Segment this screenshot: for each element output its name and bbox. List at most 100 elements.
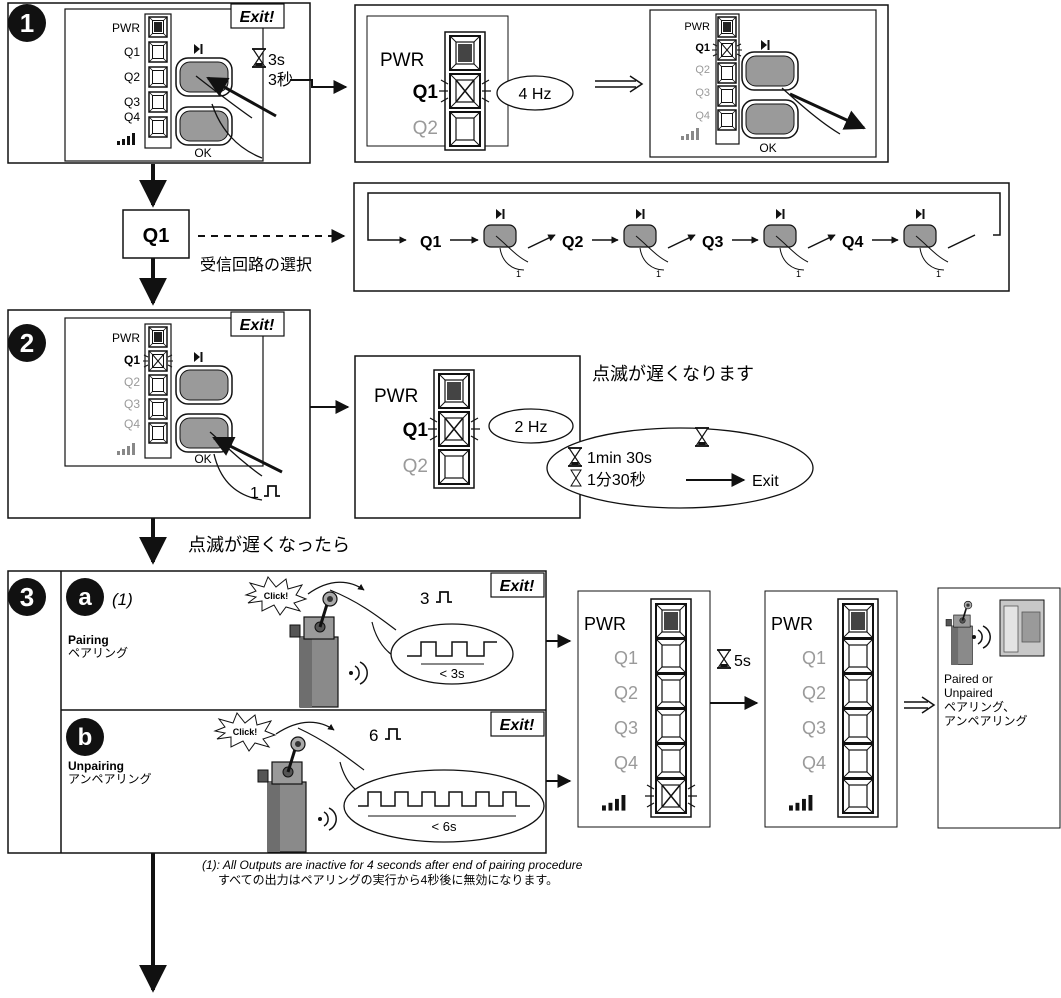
- svg-text:PWR: PWR: [684, 21, 710, 33]
- svg-text:Click!: Click!: [233, 727, 258, 737]
- step1-exit-label[interactable]: Exit!: [240, 9, 275, 26]
- svg-text:Q1: Q1: [695, 42, 710, 54]
- indicator-active-panel: PWR Q1 Q2 Q3 Q4: [577, 590, 711, 828]
- footnote-en: (1): All Outputs are inactive for 4 seco…: [202, 858, 583, 872]
- step3-marker: 3: [20, 582, 34, 612]
- svg-text:Q2: Q2: [562, 234, 583, 251]
- step2-note: 点滅が遅くなります: [592, 364, 754, 384]
- svg-text:Q1: Q1: [614, 648, 638, 668]
- svg-text:Q3: Q3: [124, 95, 140, 109]
- result-panel: Paired or Unpaired ペアリング、 アンペアリング: [937, 587, 1061, 829]
- indicator-final-panel: PWR Q1 Q2 Q3 Q4: [764, 590, 898, 828]
- step1-ok-button[interactable]: [175, 106, 233, 146]
- svg-text:Q4: Q4: [695, 110, 710, 122]
- svg-text:Q4: Q4: [614, 753, 638, 773]
- svg-text:Q1: Q1: [124, 45, 140, 59]
- step2-select-button[interactable]: [175, 365, 233, 405]
- step3a-marker: a: [78, 584, 92, 611]
- svg-text:アンペアリング: アンペアリング: [944, 714, 1028, 728]
- step2-marker: 2: [20, 328, 34, 358]
- svg-text:Q4: Q4: [124, 110, 140, 124]
- hand-icon: [195, 75, 263, 159]
- pairing-title-ja: ペアリング: [68, 646, 128, 660]
- svg-text:< 3s: < 3s: [440, 666, 465, 681]
- step1-time-en: 3s: [268, 52, 285, 69]
- channel-select: Q1 受信回路の選択: [122, 209, 346, 274]
- svg-text:PWR: PWR: [380, 50, 424, 71]
- svg-text:Q1: Q1: [802, 648, 826, 668]
- svg-text:1: 1: [250, 485, 259, 502]
- timeout-callout: 1min 30s 1分30秒 Exit: [546, 427, 814, 509]
- detail-select-button[interactable]: [741, 51, 799, 91]
- step3b-marker: b: [78, 724, 93, 751]
- timeout-ja: 1分30秒: [587, 471, 646, 489]
- svg-text:OK: OK: [194, 146, 211, 160]
- step3a-exit-label[interactable]: Exit!: [500, 578, 535, 595]
- detail-ok-button[interactable]: [741, 99, 799, 139]
- step1-select-button[interactable]: [175, 57, 233, 97]
- svg-text:Q4: Q4: [802, 753, 826, 773]
- svg-text:ペアリング、: ペアリング、: [944, 700, 1015, 714]
- svg-text:< 6s: < 6s: [432, 819, 457, 834]
- timeout-en: 1min 30s: [587, 450, 652, 467]
- svg-text:Q2: Q2: [614, 683, 638, 703]
- unpairing-title-ja: アンペアリング: [68, 772, 152, 786]
- svg-text:3: 3: [420, 589, 429, 608]
- svg-text:Q4: Q4: [842, 234, 863, 251]
- unpairing-title-en: Unpairing: [68, 759, 124, 773]
- svg-text:OK: OK: [194, 452, 211, 466]
- svg-text:1: 1: [516, 269, 521, 279]
- svg-text:Q2: Q2: [124, 70, 140, 84]
- step2-panel: 2 Exit! PWR Q1 Q2 Q3 Q4 OK 1: [7, 309, 311, 519]
- svg-text:Q3: Q3: [702, 234, 723, 251]
- svg-text:6: 6: [369, 726, 378, 745]
- svg-text:OK: OK: [759, 141, 776, 155]
- step2-ok-button[interactable]: [175, 413, 233, 453]
- step3b-exit-label[interactable]: Exit!: [500, 717, 535, 734]
- svg-text:Paired or: Paired or: [944, 672, 993, 686]
- channel-cycle-panel: Q1 1 Q2 1 Q3 1 Q4 1: [353, 182, 1010, 292]
- svg-text:Q2: Q2: [403, 456, 428, 477]
- svg-text:Click!: Click!: [264, 591, 289, 601]
- step2-freq: 2 Hz: [515, 419, 548, 436]
- svg-text:Q2: Q2: [413, 118, 438, 139]
- step2-detail-panel: PWR Q1 Q2 2 Hz: [354, 355, 581, 519]
- svg-text:Q3: Q3: [695, 87, 710, 99]
- step3-panel: 3 a (1) Pairing ペアリング Exit! Click! 3 < 3…: [7, 570, 547, 854]
- svg-text:PWR: PWR: [112, 331, 140, 345]
- svg-text:Q3: Q3: [614, 718, 638, 738]
- step1-marker: 1: [20, 8, 34, 38]
- svg-text:Q1: Q1: [420, 234, 441, 251]
- svg-text:PWR: PWR: [374, 386, 418, 407]
- svg-text:Q1: Q1: [413, 82, 439, 103]
- step1-detail-panel: PWR Q1 Q2 4 Hz PWR Q1 Q2 Q3 Q4 OK: [354, 4, 889, 163]
- timeout-exit: Exit: [752, 473, 779, 490]
- svg-text:1: 1: [796, 269, 801, 279]
- pairing-title-en: Pairing: [68, 633, 109, 647]
- svg-text:Unpaired: Unpaired: [944, 686, 993, 700]
- svg-text:1: 1: [936, 269, 941, 279]
- svg-text:Q1: Q1: [124, 353, 140, 367]
- svg-text:Q2: Q2: [124, 375, 140, 389]
- after-step2-caption: 点滅が遅くなったら: [188, 535, 350, 555]
- svg-text:Q2: Q2: [695, 64, 710, 76]
- svg-text:1: 1: [656, 269, 661, 279]
- svg-text:PWR: PWR: [112, 21, 140, 35]
- svg-text:Q1: Q1: [403, 420, 429, 441]
- step1-freq: 4 Hz: [519, 86, 552, 103]
- svg-text:Q3: Q3: [124, 397, 140, 411]
- step2-exit-label[interactable]: Exit!: [240, 317, 275, 334]
- channel-select-caption: 受信回路の選択: [200, 256, 312, 274]
- footnote-ja: すべての出力はペアリングの実行から4秒後に無効になります。: [218, 872, 558, 887]
- wait-time: 5s: [734, 653, 751, 670]
- svg-text:PWR: PWR: [584, 614, 626, 634]
- svg-text:PWR: PWR: [771, 614, 813, 634]
- svg-text:Q2: Q2: [802, 683, 826, 703]
- step1-panel: 1 Exit! PWR Q1 Q2 Q3 Q4 OK 3s 3秒: [7, 2, 311, 164]
- selected-channel: Q1: [143, 225, 170, 247]
- step1-time-ja: 3秒: [268, 71, 293, 89]
- svg-text:Q4: Q4: [124, 417, 140, 431]
- svg-text:Q3: Q3: [802, 718, 826, 738]
- footnote-ref: (1): [112, 590, 133, 609]
